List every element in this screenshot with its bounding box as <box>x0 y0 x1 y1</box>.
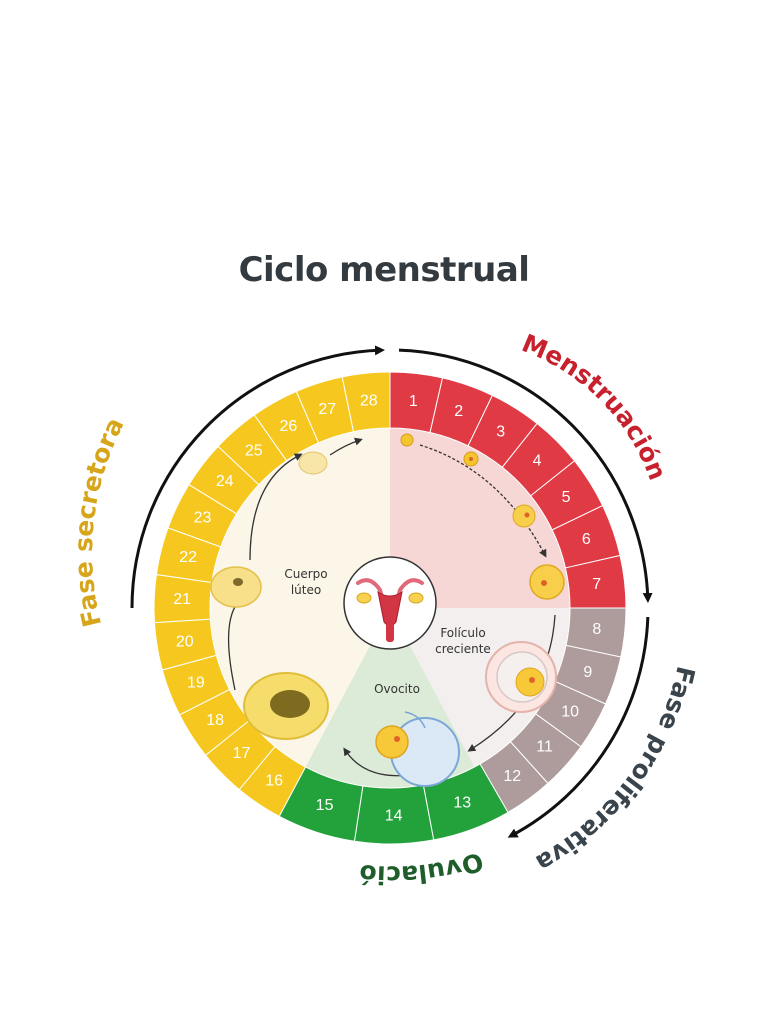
uterus-icon <box>343 556 437 650</box>
day-number: 12 <box>503 768 521 785</box>
ovum-icon <box>375 711 460 787</box>
day-number: 2 <box>454 403 463 420</box>
day-number: 10 <box>561 704 579 721</box>
day-number: 18 <box>206 712 224 729</box>
day-number: 27 <box>318 401 336 418</box>
page-title: Ciclo menstrual <box>238 250 530 290</box>
day-number: 4 <box>533 452 542 469</box>
day-number: 28 <box>360 393 378 410</box>
day-number: 1 <box>409 393 418 410</box>
day-number: 16 <box>265 772 283 789</box>
phase-sector <box>390 428 570 608</box>
day-number: 6 <box>582 531 591 548</box>
corpus-luteum-label-1: Cuerpo <box>284 567 327 581</box>
day-number: 15 <box>316 797 334 814</box>
day-number: 9 <box>583 664 592 681</box>
day-number: 7 <box>592 576 601 593</box>
day-number: 13 <box>453 795 471 812</box>
outer-cycle-ring <box>130 345 653 838</box>
day-number: 5 <box>562 489 571 506</box>
day-number: 25 <box>245 442 263 459</box>
day-number: 3 <box>496 423 505 440</box>
day-number: 17 <box>233 745 251 762</box>
follicle-label-1: Folículo <box>440 626 485 640</box>
corpus-luteum-icon <box>210 451 329 740</box>
growing-follicle-icon <box>485 641 557 713</box>
day-number: 26 <box>280 418 298 435</box>
day-number: 24 <box>216 473 234 490</box>
day-ring: 1234567891011121314151617181920212223242… <box>153 371 627 845</box>
day-number: 19 <box>187 674 205 691</box>
day-segment <box>341 371 391 433</box>
ovocito-label: Ovocito <box>374 682 420 696</box>
day-number: 14 <box>385 807 403 824</box>
day-number: 20 <box>176 633 194 650</box>
day-number: 22 <box>179 549 197 566</box>
follicle-icon <box>400 433 565 600</box>
follicle-label-2: creciente <box>435 642 491 656</box>
day-number: 21 <box>173 591 191 608</box>
corpus-luteum-label-2: lúteo <box>291 583 321 597</box>
day-number: 8 <box>592 621 601 638</box>
fase-secretora-label: Fase secretora <box>69 413 130 630</box>
day-number: 23 <box>194 509 212 526</box>
day-number: 11 <box>536 739 553 756</box>
